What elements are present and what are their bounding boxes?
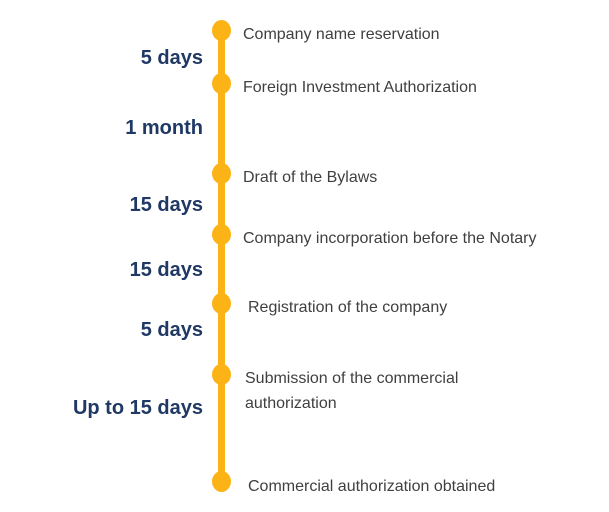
timeline-line [218, 30, 225, 482]
timeline-dot [212, 364, 231, 385]
step-label: Submission of the commercial authorizati… [245, 370, 459, 412]
timeline-dot [212, 20, 231, 41]
step-label: Foreign Investment Authorization [243, 79, 477, 96]
step-label: Registration of the company [248, 299, 448, 316]
duration-label: 5 days [140, 319, 203, 341]
step-label: Company incorporation before the Notary [243, 230, 537, 247]
duration-label: 15 days [129, 259, 203, 281]
duration-label: 15 days [129, 194, 203, 216]
duration-label: 5 days [140, 47, 203, 69]
timeline-dot [212, 73, 231, 94]
step-label: Draft of the Bylaws [243, 169, 378, 186]
duration-label: Up to 15 days [72, 397, 203, 419]
timeline-dot [212, 224, 231, 245]
duration-label: 1 month [125, 117, 203, 139]
step-label: Commercial authorization obtained [248, 478, 496, 495]
timeline-dot [212, 471, 231, 492]
timeline-dot [212, 293, 231, 314]
step-label: Company name reservation [243, 26, 440, 43]
timeline-dot [212, 163, 231, 184]
